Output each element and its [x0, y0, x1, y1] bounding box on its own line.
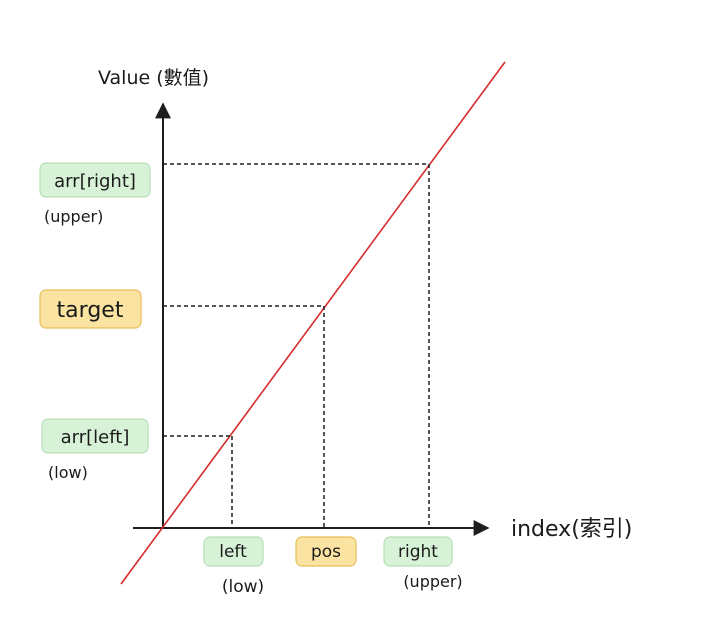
x-axis-title: index(索引) [511, 517, 632, 542]
left-index-label: left [219, 542, 247, 562]
upper-value-box [39, 162, 151, 198]
upper-note: (upper) [44, 207, 103, 226]
target-box [39, 289, 142, 329]
lower-value-box [41, 418, 149, 454]
pos-index-box [295, 536, 357, 567]
upper-value-label: arr[right] [54, 171, 136, 192]
left-index-box [203, 536, 264, 567]
right-index-box [383, 536, 453, 567]
y-axis-title: Value (數值) [98, 67, 209, 89]
target-label: target [57, 298, 124, 323]
lower-value-label: arr[left] [61, 427, 130, 448]
lower-note: (low) [48, 463, 88, 482]
pos-index-label: pos [311, 542, 341, 562]
linear-distribution-line [120, 61, 506, 585]
right-index-note: (upper) [403, 572, 462, 591]
left-index-note: (low) [222, 577, 264, 597]
right-index-label: right [398, 542, 438, 562]
